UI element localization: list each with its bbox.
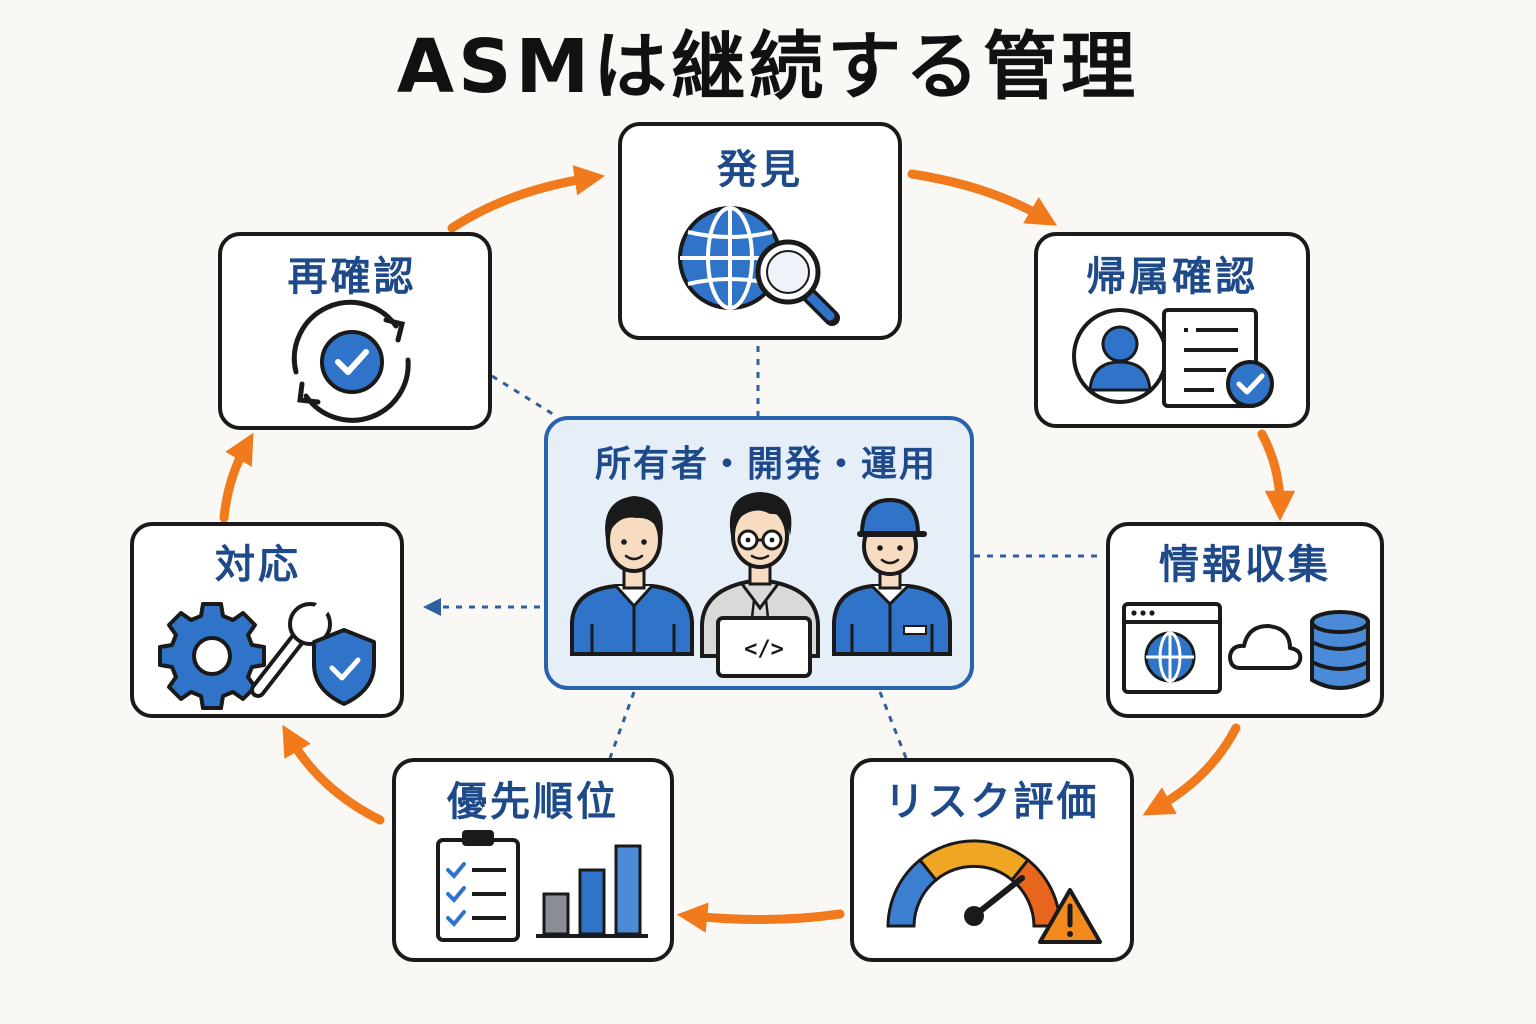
- stage-label-discovery: 発見: [717, 147, 803, 193]
- cloud-icon: [1228, 624, 1303, 670]
- person-icon: [570, 496, 694, 656]
- check-icon: [320, 330, 384, 394]
- stage-label-ownership: 帰属確認: [1086, 254, 1258, 300]
- user-icon: [1072, 308, 1168, 404]
- connector-risk: [878, 691, 908, 759]
- stage-label-recheck: 再確認: [288, 254, 417, 300]
- database-icon: [1310, 610, 1370, 690]
- checklist-icon: [436, 830, 520, 942]
- stage-box-ownership: 帰属確認: [1034, 232, 1310, 428]
- center-label: 所有者・開発・運用: [595, 444, 937, 485]
- laptop-code-icon: </>: [716, 616, 812, 678]
- arrow-risk-to-priority: [676, 902, 845, 933]
- connector-recheck: [491, 374, 557, 418]
- arrow-recheck-to-discovery: [447, 165, 606, 233]
- worker-icon: [832, 497, 952, 656]
- arrow-ownership-to-collection: [1257, 429, 1296, 522]
- cycle-arrows: [219, 165, 1296, 933]
- arrow-collection-to-risk: [1142, 723, 1241, 816]
- stage-label-risk: リスク評価: [885, 779, 1100, 825]
- check-badge-icon: [1226, 360, 1274, 408]
- stage-label-priority: 優先順位: [446, 779, 619, 825]
- arrow-response-to-recheck: [219, 432, 254, 523]
- arrow-priority-to-response: [282, 724, 385, 825]
- stage-box-priority: 優先順位: [392, 758, 674, 962]
- bar-chart-icon: [536, 844, 648, 938]
- magnifier-icon: [755, 239, 840, 326]
- arrow-discovery-to-ownership: [907, 169, 1058, 226]
- gauge-icon: [886, 839, 1062, 928]
- gear-icon: [158, 602, 266, 710]
- center-box: 所有者・開発・運用: [544, 416, 974, 690]
- stage-label-response: 対応: [215, 542, 301, 588]
- stage-box-risk: リスク評価: [850, 758, 1134, 962]
- connector-priority: [608, 691, 636, 759]
- shield-check-icon: [312, 628, 376, 706]
- stage-box-recheck: 再確認: [218, 232, 492, 430]
- center-connectors: [423, 346, 1104, 759]
- wrench-icon: [250, 600, 332, 698]
- refresh-icon: [291, 299, 411, 423]
- stage-label-collection: 情報収集: [1159, 542, 1331, 588]
- stage-box-discovery: 発見: [618, 122, 902, 340]
- globe-icon: [1144, 631, 1196, 683]
- stage-box-response: 対応: [130, 522, 404, 718]
- main-title: ASMは継続する管理: [396, 24, 1140, 110]
- laptop-code-symbol: </>: [744, 637, 784, 662]
- warning-icon: [1038, 888, 1102, 944]
- stage-box-collection: 情報収集: [1106, 522, 1384, 718]
